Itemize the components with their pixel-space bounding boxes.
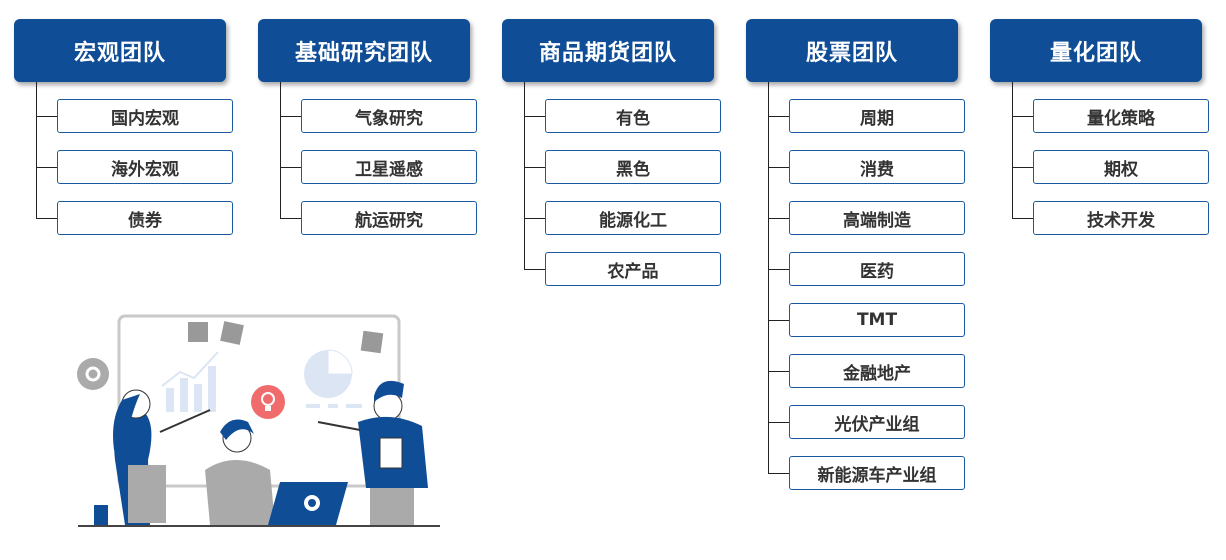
connector-branch <box>1012 218 1033 219</box>
connector-branch <box>768 422 789 423</box>
team-subgroup: 医药 <box>789 252 965 286</box>
team-header: 商品期货团队 <box>502 19 714 82</box>
connector-branch <box>524 167 545 168</box>
team-subgroup: 新能源车产业组 <box>789 456 965 490</box>
connector-branch <box>280 218 301 219</box>
connector-branch <box>280 116 301 117</box>
connector-branch <box>768 167 789 168</box>
coffee-cup-icon <box>94 505 108 525</box>
team-subgroup: 海外宏观 <box>57 150 233 184</box>
lightbulb-icon <box>251 385 285 419</box>
team-subgroup: 气象研究 <box>301 99 477 133</box>
connector-branch <box>524 269 545 270</box>
connector-branch <box>36 167 57 168</box>
team-meeting-illustration <box>77 314 440 527</box>
team-subgroup: 能源化工 <box>545 201 721 235</box>
team-column: 商品期货团队有色黑色能源化工农产品 <box>502 19 721 286</box>
team-subgroup: 卫星遥感 <box>301 150 477 184</box>
connector-branch <box>768 218 789 219</box>
team-subgroup: 黑色 <box>545 150 721 184</box>
connector-branch <box>524 218 545 219</box>
connector-branch <box>36 218 57 219</box>
team-subgroup: 技术开发 <box>1033 201 1209 235</box>
team-subgroup: 消费 <box>789 150 965 184</box>
team-subgroup: 高端制造 <box>789 201 965 235</box>
connector-branch <box>280 167 301 168</box>
connector-trunk <box>768 82 769 473</box>
team-subgroup: 国内宏观 <box>57 99 233 133</box>
team-subgroup: 量化策略 <box>1033 99 1209 133</box>
sticky-note <box>360 330 384 354</box>
team-subgroup: 债券 <box>57 201 233 235</box>
team-column: 量化团队量化策略期权技术开发 <box>990 19 1209 235</box>
team-subgroup: 农产品 <box>545 252 721 286</box>
connector-branch <box>524 116 545 117</box>
team-column: 宏观团队国内宏观海外宏观债券 <box>14 19 233 235</box>
connector-branch <box>768 371 789 372</box>
connector-branch <box>768 473 789 474</box>
sticky-note <box>188 322 208 342</box>
connector-branch <box>768 320 789 321</box>
team-column: 基础研究团队气象研究卫星遥感航运研究 <box>258 19 477 235</box>
connector-trunk <box>280 82 281 218</box>
connector-branch <box>1012 116 1033 117</box>
connector-trunk <box>524 82 525 269</box>
connector-branch <box>768 116 789 117</box>
connector-branch <box>768 269 789 270</box>
team-header: 量化团队 <box>990 19 1202 82</box>
connector-trunk <box>1012 82 1013 218</box>
board-bar-chart <box>166 366 216 412</box>
connector-branch <box>1012 167 1033 168</box>
team-subgroup: 金融地产 <box>789 354 965 388</box>
team-subgroup: 周期 <box>789 99 965 133</box>
team-subgroup: 有色 <box>545 99 721 133</box>
team-subgroup: 光伏产业组 <box>789 405 965 439</box>
gear-icon <box>77 358 109 390</box>
team-column: 股票团队周期消费高端制造医药 TMT 金融地产光伏产业组新能源车产业组 <box>746 19 965 490</box>
team-header: 股票团队 <box>746 19 958 82</box>
connector-trunk <box>36 82 37 218</box>
connector-branch <box>36 116 57 117</box>
team-subgroup: 期权 <box>1033 150 1209 184</box>
sticky-note <box>220 321 244 345</box>
team-subgroup: 航运研究 <box>301 201 477 235</box>
team-header: 宏观团队 <box>14 19 226 82</box>
board-trend-line <box>161 351 219 387</box>
team-subgroup: TMT <box>789 303 965 337</box>
team-header: 基础研究团队 <box>258 19 470 82</box>
